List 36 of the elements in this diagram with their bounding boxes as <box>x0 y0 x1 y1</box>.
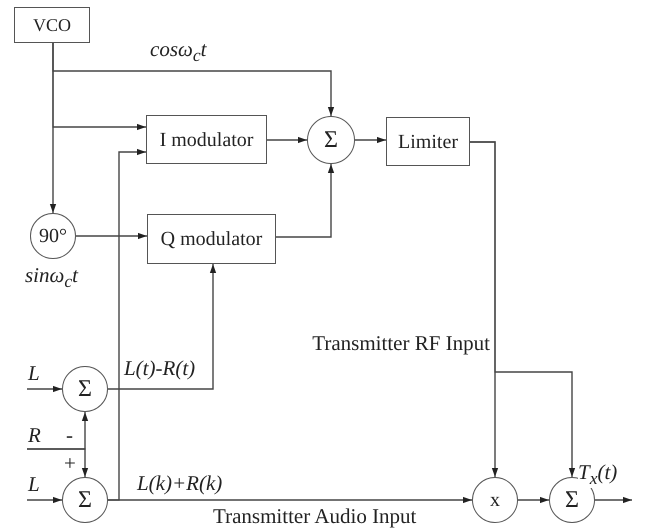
block-label: Limiter <box>398 132 458 152</box>
oscillator-box <box>14 7 90 43</box>
block-label: Q modulator <box>160 229 262 249</box>
symbol-label: Σ <box>324 128 338 152</box>
output-arrow <box>595 496 632 504</box>
summing-junction <box>62 366 108 412</box>
symbol-label: 90° <box>39 226 67 246</box>
symbol-label: Σ <box>78 377 92 401</box>
arrow <box>355 136 386 144</box>
block-label: I modulator <box>160 130 254 150</box>
input-arrow <box>27 496 62 504</box>
summing-junction <box>307 116 355 164</box>
symbol-label: Σ <box>78 488 92 512</box>
arrow <box>470 141 576 477</box>
arrow <box>50 43 56 213</box>
symbol-label: x <box>490 490 500 510</box>
arrow <box>267 136 307 144</box>
edge-label: L(t)-R(t) <box>124 357 196 380</box>
modulator-box <box>146 115 267 164</box>
input-arrow <box>27 386 62 392</box>
arrow <box>108 264 216 390</box>
limiter-box <box>386 117 470 166</box>
phase-shifter-circle <box>30 213 76 259</box>
edge-label: L(k)+R(k) <box>137 472 222 496</box>
arrow <box>76 232 147 240</box>
input-arrow <box>27 448 88 477</box>
modulator-box <box>147 214 276 264</box>
signal-label: T$_{x}$(t) <box>578 461 618 488</box>
arrow <box>276 164 334 238</box>
summing-junction <box>62 477 108 523</box>
arrow <box>108 496 472 504</box>
signal-label: Transmitter Audio Input <box>213 505 416 528</box>
block-label: VCO <box>32 16 71 34</box>
arrow <box>518 496 549 504</box>
multiplier-circle <box>472 477 518 523</box>
symbol-label: Σ <box>565 488 579 512</box>
